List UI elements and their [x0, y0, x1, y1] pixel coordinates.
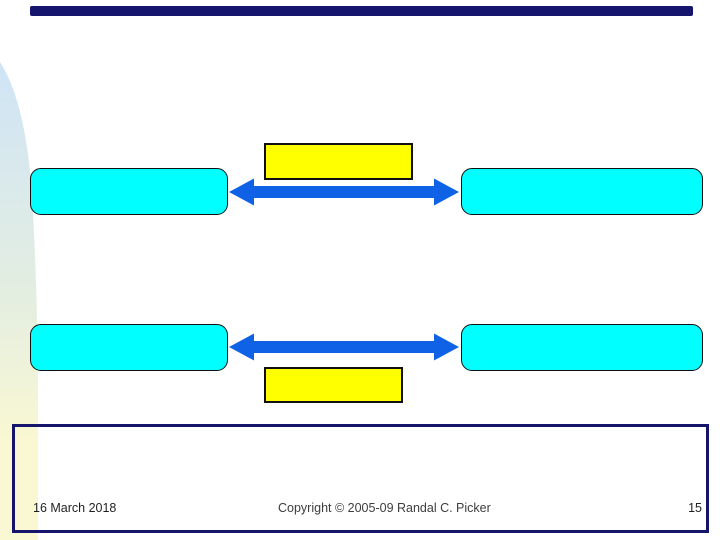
footer-date: 16 March 2018 [33, 501, 117, 515]
left-swoosh-decoration [0, 62, 38, 540]
annotation-box-bottom [264, 367, 403, 403]
footer-frame [12, 424, 709, 533]
footer-copyright: Copyright © 2005-09 Randal C. Picker [278, 501, 491, 515]
flow-box-top-left [30, 168, 228, 215]
annotation-box-top [264, 143, 413, 180]
flow-box-bottom-left [30, 324, 228, 371]
flow-box-top-right [461, 168, 703, 215]
top-accent-bar [30, 6, 693, 16]
slide-page-number: 15 [688, 501, 702, 515]
flow-box-bottom-right [461, 324, 703, 371]
double-arrow-top [229, 178, 459, 206]
double-arrow-bottom [229, 333, 459, 361]
